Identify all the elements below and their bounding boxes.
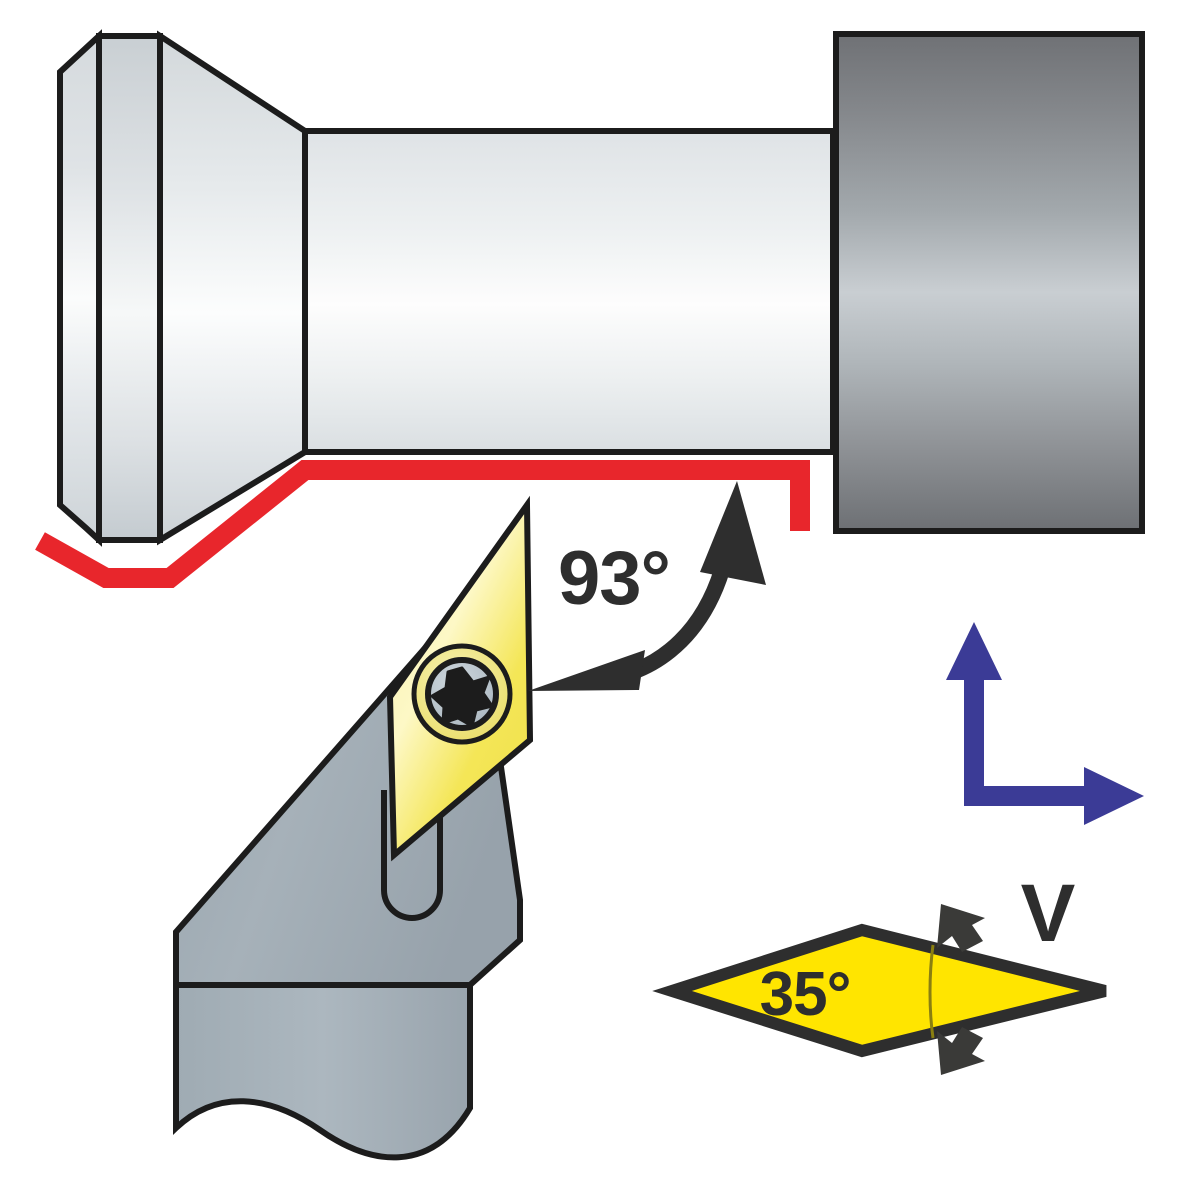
axis-vertical <box>946 622 1002 796</box>
insert-angle-label: 35° <box>760 960 851 1029</box>
axis-horizontal-stem <box>964 786 1085 806</box>
toolpath-profile <box>35 460 810 588</box>
key-diamond-shape <box>652 923 1107 1058</box>
key-arrow-upper <box>937 904 985 952</box>
toolpath-red-line <box>35 460 810 588</box>
axis-horizontal-arrowhead-icon <box>1084 767 1144 825</box>
coordinate-axes <box>946 622 1144 825</box>
key-arrow-lower <box>937 1027 985 1075</box>
holder-insert-pocket-slot <box>381 790 443 921</box>
torx-star-icon <box>430 666 494 728</box>
chuck-body <box>833 31 1145 534</box>
insert-diamond <box>386 495 534 862</box>
torx-screw <box>411 643 513 745</box>
workpiece-flange <box>57 29 102 547</box>
angle-arrowhead-up <box>700 481 766 585</box>
chuck-block <box>833 31 1145 534</box>
axis-horizontal <box>964 767 1144 825</box>
workpiece-shaft <box>302 128 836 455</box>
lead-angle-label: 93° <box>558 536 670 621</box>
angle-arrowhead-left <box>528 650 645 691</box>
axis-vertical-stem <box>964 679 984 796</box>
workpiece-stepped-shaft <box>57 29 836 547</box>
key-reference-line <box>928 944 935 1039</box>
holder-lower-shank <box>173 982 473 1161</box>
workpiece-flange-slice <box>96 33 163 543</box>
workpiece-taper <box>157 30 308 546</box>
lead-angle-annotation: 93° <box>528 481 766 691</box>
insert-shape-code-label: V <box>1021 868 1076 959</box>
insert-shape-key: 35° V <box>652 868 1107 1075</box>
axis-vertical-arrowhead-icon <box>946 622 1002 680</box>
